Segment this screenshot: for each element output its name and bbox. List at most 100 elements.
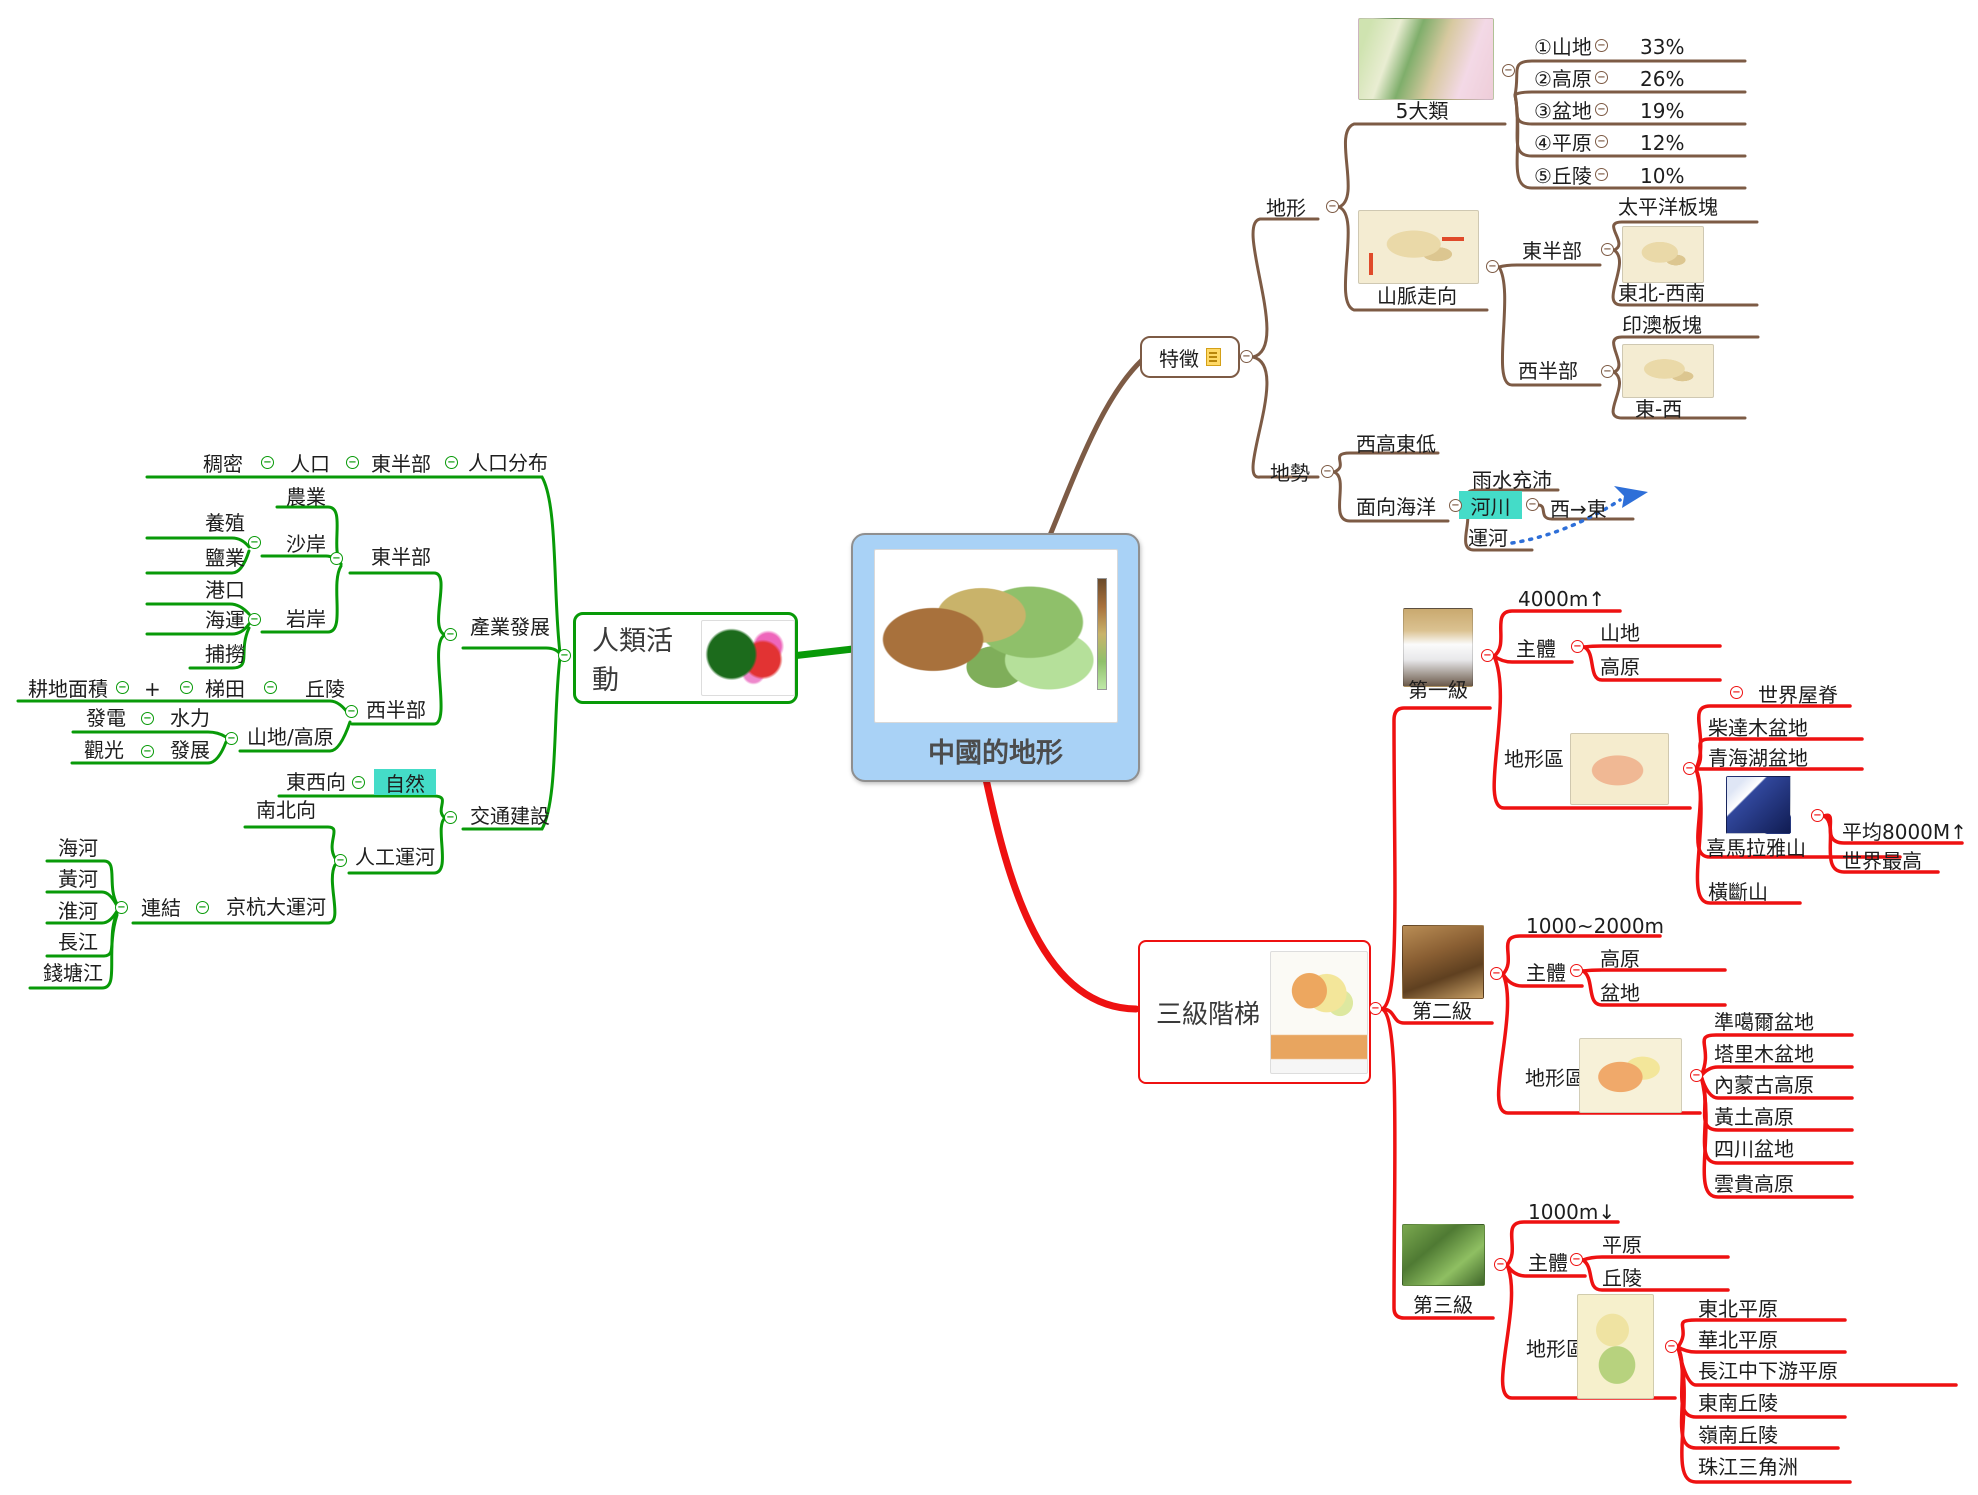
five-type-pct[interactable]: 33%: [1640, 35, 1685, 59]
five-type-pct[interactable]: 26%: [1640, 67, 1685, 91]
collapse-toggle-icon[interactable]: [346, 456, 359, 469]
five-type-name[interactable]: ③盆地: [1534, 99, 1592, 123]
tarim-basin-label[interactable]: 塔里木盆地: [1714, 1042, 1814, 1066]
east-west-direction-label[interactable]: 東西向: [286, 770, 346, 794]
collapse-toggle-icon[interactable]: [330, 552, 343, 565]
qinghai-basin-label[interactable]: 青海湖盆地: [1708, 746, 1808, 770]
collapse-toggle-icon[interactable]: [1486, 260, 1499, 273]
first-regions-label[interactable]: 地形區: [1504, 747, 1564, 771]
topic-west-half[interactable]: 西半部: [1518, 359, 1578, 383]
east-direction-label[interactable]: 東北-西南: [1618, 281, 1706, 305]
canal-label[interactable]: 運河: [1468, 526, 1508, 550]
collapse-toggle-icon[interactable]: [1730, 686, 1743, 699]
collapse-toggle-icon[interactable]: [1570, 964, 1583, 977]
junggar-basin-label[interactable]: 準噶爾盆地: [1714, 1010, 1814, 1034]
inner-mongolia-label[interactable]: 內蒙古高原: [1714, 1073, 1814, 1097]
hills-label[interactable]: 丘陵: [305, 677, 345, 701]
collapse-toggle-icon[interactable]: [180, 681, 193, 694]
aquaculture-label[interactable]: 養殖: [205, 511, 245, 535]
collapse-toggle-icon[interactable]: [1683, 762, 1696, 775]
collapse-toggle-icon[interactable]: [225, 732, 238, 745]
mountain-plateau-label[interactable]: 山地/高原: [247, 725, 334, 749]
second-main-basin-label[interactable]: 盆地: [1600, 981, 1640, 1005]
river-huaihe-label[interactable]: 淮河: [58, 899, 98, 923]
collapse-toggle-icon[interactable]: [141, 712, 154, 725]
collapse-toggle-icon[interactable]: [1811, 809, 1824, 822]
collapse-toggle-icon[interactable]: [1570, 1253, 1583, 1266]
collapse-toggle-icon[interactable]: [1665, 1340, 1678, 1353]
collapse-toggle-icon[interactable]: [1595, 135, 1608, 148]
power-label[interactable]: 發電: [86, 706, 126, 730]
topic-third-step[interactable]: 第三級: [1413, 1293, 1473, 1317]
five-type-name[interactable]: ①山地: [1534, 35, 1592, 59]
river-yangtze-label[interactable]: 長江: [58, 930, 98, 954]
topic-human-activity[interactable]: 人類活動: [573, 612, 798, 704]
collapse-toggle-icon[interactable]: [558, 649, 571, 662]
shipping-label[interactable]: 海運: [205, 608, 245, 632]
collapse-toggle-icon[interactable]: [196, 901, 209, 914]
tourism-label[interactable]: 觀光: [84, 738, 124, 762]
collapse-toggle-icon[interactable]: [345, 705, 358, 718]
central-topic[interactable]: 中國的地形: [851, 533, 1140, 782]
topic-three-steps[interactable]: 三級階梯: [1138, 940, 1371, 1084]
industry-west-label[interactable]: 西半部: [366, 698, 426, 722]
rocky-coast-label[interactable]: 岩岸: [286, 607, 326, 631]
topic-population[interactable]: 人口分布: [468, 451, 548, 475]
collapse-toggle-icon[interactable]: [1595, 71, 1608, 84]
terrace-label[interactable]: 梯田: [205, 677, 245, 701]
third-step-altitude-label[interactable]: 1000m↓: [1528, 1200, 1616, 1224]
first-main-plateau-label[interactable]: 高原: [1600, 655, 1640, 679]
pearl-delta-label[interactable]: 珠江三角洲: [1698, 1455, 1798, 1479]
first-step-altitude-label[interactable]: 4000m↑: [1518, 587, 1606, 611]
collapse-toggle-icon[interactable]: [445, 456, 458, 469]
hengduan-label[interactable]: 橫斷山: [1708, 880, 1768, 904]
relief-west-high-label[interactable]: 西高東低: [1356, 432, 1436, 456]
river-qiantang-label[interactable]: 錢塘江: [43, 961, 103, 985]
collapse-toggle-icon[interactable]: [1595, 39, 1608, 52]
salt-label[interactable]: 鹽業: [205, 546, 245, 570]
topic-five-types[interactable]: 5大類: [1395, 99, 1449, 123]
topic-feature[interactable]: 特徵: [1140, 336, 1240, 378]
topic-second-step[interactable]: 第二級: [1412, 999, 1472, 1023]
topic-first-step[interactable]: 第一級: [1408, 678, 1468, 702]
third-step-main-label[interactable]: 主體: [1528, 1251, 1568, 1275]
population-dense-label[interactable]: 稠密: [203, 452, 243, 476]
topic-east-half[interactable]: 東半部: [1522, 239, 1582, 263]
collapse-toggle-icon[interactable]: [1494, 1258, 1507, 1271]
second-main-plateau-label[interactable]: 高原: [1600, 947, 1640, 971]
collapse-toggle-icon[interactable]: [1690, 1069, 1703, 1082]
collapse-toggle-icon[interactable]: [248, 536, 261, 549]
collapse-toggle-icon[interactable]: [1502, 64, 1515, 77]
industry-east-label[interactable]: 東半部: [371, 545, 431, 569]
himalaya-altitude-label[interactable]: 平均8000M↑: [1842, 820, 1967, 844]
collapse-toggle-icon[interactable]: [1369, 1002, 1382, 1015]
collapse-toggle-icon[interactable]: [115, 901, 128, 914]
collapse-toggle-icon[interactable]: [264, 681, 277, 694]
agriculture-label[interactable]: 農業: [286, 485, 326, 509]
collapse-toggle-icon[interactable]: [141, 745, 154, 758]
roof-of-world-label[interactable]: 世界屋脊: [1758, 683, 1838, 707]
grand-canal-label[interactable]: 京杭大運河: [226, 895, 326, 919]
collapse-toggle-icon[interactable]: [1595, 103, 1608, 116]
third-main-plain-label[interactable]: 平原: [1602, 1233, 1642, 1257]
himalaya-highest-label[interactable]: 世界最高: [1842, 849, 1922, 873]
five-type-pct[interactable]: 19%: [1640, 99, 1685, 123]
himalaya-label[interactable]: 喜馬拉雅山: [1706, 836, 1806, 860]
topic-industry[interactable]: 產業發展: [470, 615, 550, 639]
plus-label[interactable]: +: [144, 677, 161, 701]
second-step-main-label[interactable]: 主體: [1526, 961, 1566, 985]
north-china-plain-label[interactable]: 華北平原: [1698, 1328, 1778, 1352]
west-direction-label[interactable]: 東-西: [1635, 397, 1683, 421]
first-main-mountain-label[interactable]: 山地: [1600, 621, 1640, 645]
loess-plateau-label[interactable]: 黃土高原: [1714, 1105, 1794, 1129]
collapse-toggle-icon[interactable]: [248, 613, 261, 626]
collapse-toggle-icon[interactable]: [1326, 200, 1339, 213]
collapse-toggle-icon[interactable]: [1321, 465, 1334, 478]
collapse-toggle-icon[interactable]: [1449, 499, 1462, 512]
collapse-toggle-icon[interactable]: [1490, 967, 1503, 980]
topic-relief[interactable]: 地勢: [1270, 461, 1310, 485]
qaidam-basin-label[interactable]: 柴達木盆地: [1708, 716, 1808, 740]
collapse-toggle-icon[interactable]: [1601, 243, 1614, 256]
collapse-toggle-icon[interactable]: [1595, 168, 1608, 181]
develop-label[interactable]: 發展: [170, 738, 210, 762]
